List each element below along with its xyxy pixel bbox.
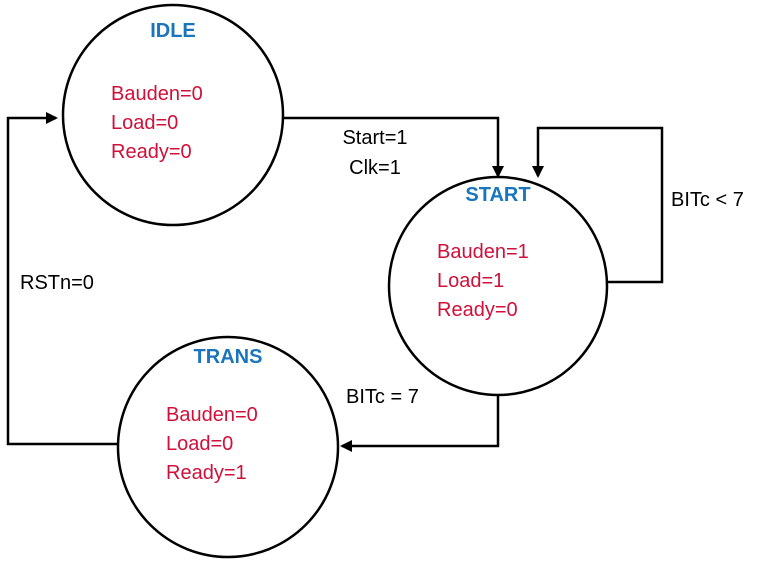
state-idle-var-load: Load=0 bbox=[111, 112, 178, 134]
label-trans-to-idle: RSTn=0 bbox=[20, 272, 94, 294]
state-start-var-ready: Ready=0 bbox=[437, 299, 518, 321]
state-idle-var-bauden: Bauden=0 bbox=[111, 83, 203, 105]
state-start-var-load: Load=1 bbox=[437, 270, 504, 292]
state-idle-circle bbox=[61, 3, 285, 227]
state-trans-name: TRANS bbox=[194, 346, 263, 368]
state-start-circle bbox=[387, 175, 609, 397]
state-start-name: START bbox=[465, 184, 530, 206]
transition-start-self-loop bbox=[532, 126, 664, 284]
state-idle-var-ready: Ready=0 bbox=[111, 141, 192, 163]
state-idle-name: IDLE bbox=[150, 20, 196, 42]
state-start-var-bauden: Bauden=1 bbox=[437, 241, 529, 263]
transition-trans-to-idle bbox=[6, 112, 119, 446]
state-trans-var-ready: Ready=1 bbox=[166, 462, 247, 484]
state-trans-circle bbox=[116, 335, 340, 559]
label-idle-to-start-clk: Clk=1 bbox=[349, 157, 401, 179]
label-start-self-loop: BITc < 7 bbox=[671, 189, 744, 211]
state-trans-var-load: Load=0 bbox=[166, 433, 233, 455]
label-start-to-trans: BITc = 7 bbox=[346, 386, 419, 408]
label-idle-to-start-start: Start=1 bbox=[342, 127, 407, 149]
transition-start-to-trans bbox=[340, 395, 500, 452]
transition-idle-to-start bbox=[283, 116, 504, 178]
state-trans-var-bauden: Bauden=0 bbox=[166, 404, 258, 426]
